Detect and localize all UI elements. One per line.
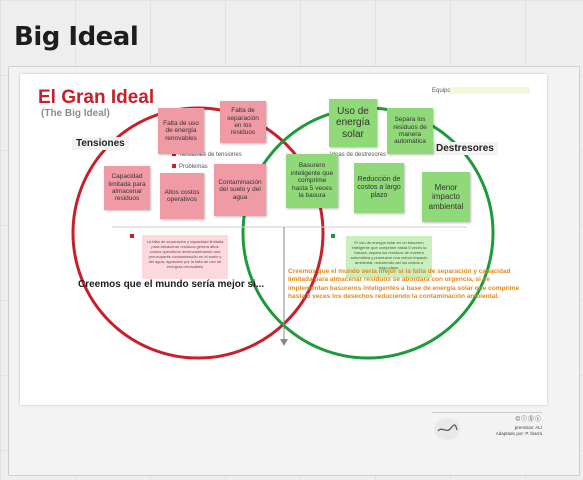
footer-credits: ©ⓘⓈⓒ premisas: ALI Adaptado por: P. Ibar…	[478, 417, 542, 436]
tensions-label: Tensiones	[72, 137, 129, 150]
sticky-note-pink[interactable]: Altos costos operativos	[160, 173, 204, 219]
destressors-label: Destresores	[432, 142, 498, 155]
sticky-note-pink[interactable]: Falta de separación en los residuos	[220, 101, 266, 143]
big-ideal-slide[interactable]: El Gran Ideal (The Big Ideal) Equipo Ten…	[20, 74, 547, 405]
destressors-marker	[331, 234, 335, 238]
credits-line-1: premisas: ALI	[514, 424, 542, 430]
team-input[interactable]	[450, 87, 530, 94]
venn-diagram	[71, 106, 495, 360]
big-ideal-statement: Creemos que el mundo sería mejor si la f…	[288, 268, 520, 301]
believe-label: Creemos que el mundo sería mejor si...	[78, 279, 265, 290]
destressors-summary: El uso de energía solar en un basurero i…	[346, 236, 432, 278]
slide-title: El Gran Ideal	[38, 87, 155, 108]
team-label: Equipo	[432, 88, 451, 94]
slide-subtitle: (The Big Ideal)	[41, 108, 110, 119]
sticky-note-pink[interactable]: Falta de uso de energía renovables	[158, 108, 204, 154]
bullet-problems: Problemas	[172, 164, 208, 170]
signature-icon	[437, 424, 458, 432]
sticky-note-green[interactable]: Menor impacto ambiental	[422, 172, 470, 222]
license-icons: ©ⓘⓈⓒ	[515, 417, 542, 423]
sticky-note-green[interactable]: Reducción de costos a largo plazo	[354, 163, 404, 213]
credits-line-2: Adaptado por: P. Ibarra	[495, 430, 542, 436]
logo	[434, 418, 460, 440]
arrow-head	[280, 339, 288, 346]
footer-divider	[432, 412, 542, 413]
sticky-note-green[interactable]: Uso de energía solar	[329, 99, 377, 147]
sticky-note-green[interactable]: Separa los residuos de manera automática	[387, 108, 433, 154]
page-title: Big Ideal	[14, 22, 139, 52]
tensions-marker	[130, 234, 134, 238]
tensions-summary: La falta de separación y capacidad limit…	[142, 235, 228, 279]
sticky-note-pink[interactable]: Capacidad limitada para almacenar residu…	[104, 166, 150, 210]
bullet-tensions: Tensiones de tensiones	[172, 152, 242, 158]
sticky-note-green[interactable]: Basurero inteligente que comprime hasta …	[286, 154, 338, 208]
sticky-note-pink[interactable]: Contaminación del suelo y del agua	[214, 164, 266, 216]
bullet-destressors: Ideas de destresores	[330, 152, 387, 158]
